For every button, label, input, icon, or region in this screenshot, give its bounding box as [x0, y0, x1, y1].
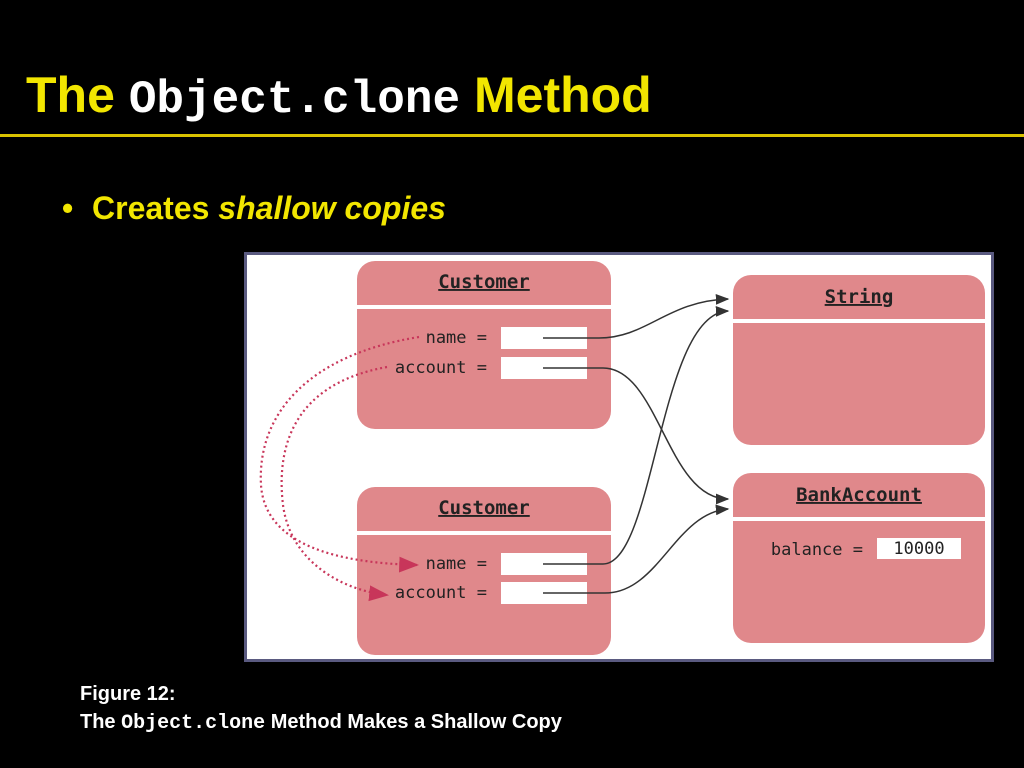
customer-box-2-account-label: account = — [395, 583, 487, 603]
caption-suffix: Method Makes a Shallow Copy — [270, 711, 562, 733]
shallow-copy-figure: Customer name = account = Customer name … — [244, 252, 994, 662]
customer-box-2: Customer name = account = — [357, 487, 611, 655]
copy-account-arrow — [280, 365, 389, 602]
customer-box-2-name-label: name = — [426, 554, 487, 574]
string-box-header: String — [825, 286, 894, 308]
c2-name-to-string-arrow — [543, 305, 730, 565]
caption-prefix: The — [80, 711, 116, 733]
slide-title: The Object.clone Method — [26, 60, 652, 130]
bank-account-box-header: BankAccount — [796, 484, 922, 506]
title-suffix: Method — [473, 67, 652, 123]
customer-box-1-header: Customer — [438, 271, 530, 293]
bullet-emphasis: shallow copies — [218, 190, 446, 226]
copy-arrows — [259, 335, 420, 602]
bullet-dot-icon: • — [62, 190, 74, 226]
customer-box-2-body — [357, 487, 611, 655]
customer-box-1-body — [357, 261, 611, 429]
balance-label: balance = — [771, 540, 863, 560]
customer-box-2-header: Customer — [438, 497, 530, 519]
title-code: Object.clone — [128, 74, 461, 126]
balance-value: 10000 — [893, 539, 944, 559]
c2-account-to-bank-arrow — [543, 504, 730, 594]
diagram-svg: Customer name = account = Customer name … — [259, 261, 985, 655]
bullet-lead: Creates — [92, 190, 210, 226]
c1-name-to-string-arrow — [543, 294, 730, 339]
bank-account-box-body — [733, 473, 985, 643]
string-box: String — [733, 275, 985, 445]
c1-account-to-bank-arrow — [543, 367, 730, 505]
caption-line-1: Figure 12: — [80, 683, 176, 705]
bank-account-box: BankAccount balance = 10000 — [733, 473, 985, 643]
figure-caption: Figure 12: The Object.clone Method Makes… — [80, 680, 562, 738]
customer-box-1-account-label: account = — [395, 358, 487, 378]
customer-box-1-name-label: name = — [426, 328, 487, 348]
caption-code: Object.clone — [121, 712, 266, 735]
bullet-item: • Creates shallow copies — [62, 190, 446, 227]
reference-arrows — [543, 294, 730, 594]
customer-box-1: Customer name = account = — [357, 261, 611, 429]
copy-name-arrow — [259, 335, 420, 573]
caption-line-2: The Object.clone Method Makes a Shallow … — [80, 708, 562, 738]
string-box-body — [733, 275, 985, 445]
balance-slot — [877, 538, 961, 559]
title-divider — [0, 134, 1024, 137]
title-prefix: The — [26, 67, 115, 123]
